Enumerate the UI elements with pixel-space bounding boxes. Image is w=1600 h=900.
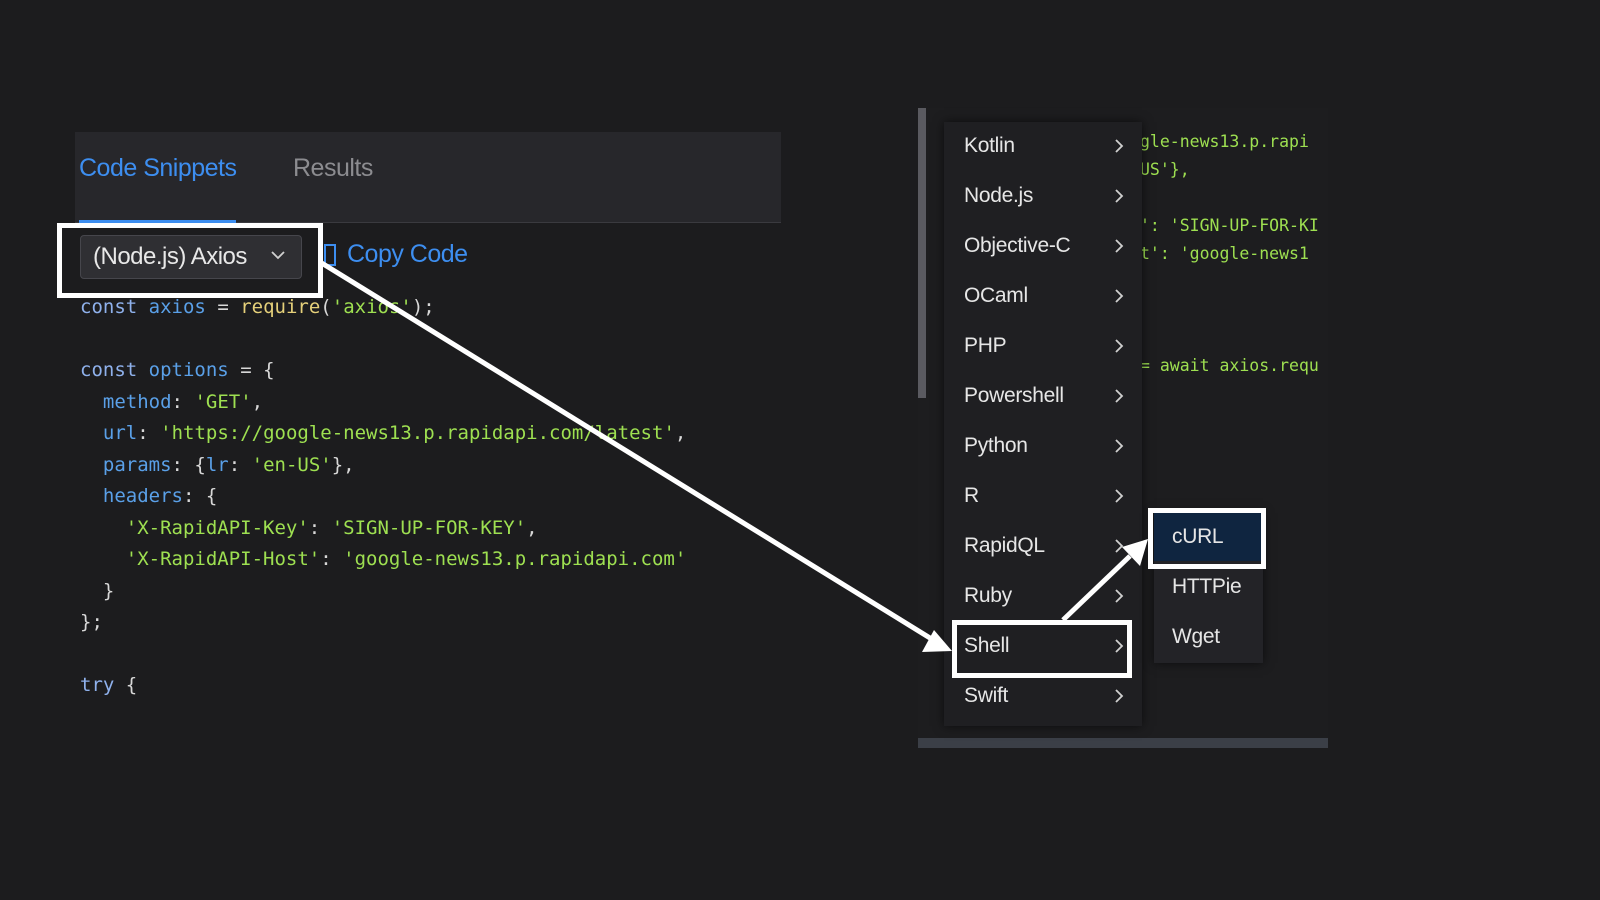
code-line: method: 'GET',: [102, 390, 264, 413]
menu-item-kotlin[interactable]: Kotlin: [944, 122, 1142, 170]
code-line: }: [102, 579, 115, 602]
code-line: try {: [80, 674, 138, 696]
menu-item-swift[interactable]: Swift: [944, 672, 1142, 720]
menu-item-ocaml[interactable]: OCaml: [944, 272, 1142, 320]
snippet-tabs-bar: Code Snippets Results: [75, 132, 781, 223]
menu-item-rapidql[interactable]: RapidQL: [944, 522, 1142, 570]
language-select-value: (Node.js) Axios: [93, 243, 247, 270]
chevron-right-icon: [1115, 539, 1124, 553]
chevron-right-icon: [1115, 439, 1124, 453]
curl-highlight-frame: [1148, 508, 1266, 569]
language-select-highlight-frame: [57, 223, 323, 298]
vertical-scrollbar[interactable]: [918, 108, 926, 398]
chevron-down-icon: [271, 251, 285, 260]
code-line: params: {lr: 'en-US'},: [102, 453, 355, 476]
menu-item-ruby[interactable]: Ruby: [944, 572, 1142, 620]
menu-item-python[interactable]: Python: [944, 422, 1142, 470]
chevron-right-icon: [1115, 339, 1124, 353]
chevron-right-icon: [1115, 389, 1124, 403]
menu-item-objective-c[interactable]: Objective-C: [944, 222, 1142, 270]
code-line: url: 'https://google-news13.p.rapidapi.c…: [102, 422, 687, 444]
chevron-right-icon: [1115, 239, 1124, 253]
menu-item-shell[interactable]: Shell: [944, 622, 1142, 670]
active-tab-underline: [79, 220, 236, 223]
background-code: gle-news13.p.rapi US'}, ': 'SIGN-UP-FOR-…: [1140, 132, 1319, 375]
code-line: headers: {: [102, 485, 218, 507]
menu-item-powershell[interactable]: Powershell: [944, 372, 1142, 420]
chevron-right-icon: [1115, 489, 1124, 503]
tab-results[interactable]: Results: [293, 154, 373, 182]
code-line: 'X-RapidAPI-Key': 'SIGN-UP-FOR-KEY',: [125, 516, 538, 539]
code-line: };: [80, 611, 103, 633]
submenu-item-httpie[interactable]: HTTPie: [1172, 575, 1242, 598]
language-select[interactable]: (Node.js) Axios: [80, 235, 302, 279]
shell-submenu: cURL HTTPie Wget: [1154, 513, 1263, 663]
shell-highlight-frame: [952, 620, 1132, 678]
chevron-right-icon: [1115, 639, 1124, 653]
chevron-right-icon: [1115, 139, 1124, 153]
code-line: const axios = require('axios');: [80, 296, 435, 318]
horizontal-scrollbar[interactable]: [918, 738, 1328, 748]
submenu-item-curl[interactable]: cURL: [1154, 513, 1263, 561]
code-line: 'X-RapidAPI-Host': 'google-news13.p.rapi…: [125, 548, 687, 570]
menu-item-r[interactable]: R: [944, 472, 1142, 520]
tab-code-snippets[interactable]: Code Snippets: [79, 154, 237, 182]
language-menu: Kotlin Node.js Objective-C OCaml PHP Pow…: [944, 122, 1142, 726]
chevron-right-icon: [1115, 289, 1124, 303]
copy-code-label: Copy Code: [347, 240, 468, 268]
menu-item-php[interactable]: PHP: [944, 322, 1142, 370]
code-snippet: const axios = require('axios'); const op…: [80, 292, 800, 722]
copy-icon: [324, 243, 336, 266]
submenu-item-wget[interactable]: Wget: [1172, 625, 1220, 648]
code-line: const options = {: [80, 359, 275, 381]
chevron-right-icon: [1115, 189, 1124, 203]
copy-code-button[interactable]: Copy Code: [323, 240, 468, 269]
chevron-right-icon: [1115, 689, 1124, 703]
menu-item-nodejs[interactable]: Node.js: [944, 172, 1142, 220]
chevron-right-icon: [1115, 589, 1124, 603]
